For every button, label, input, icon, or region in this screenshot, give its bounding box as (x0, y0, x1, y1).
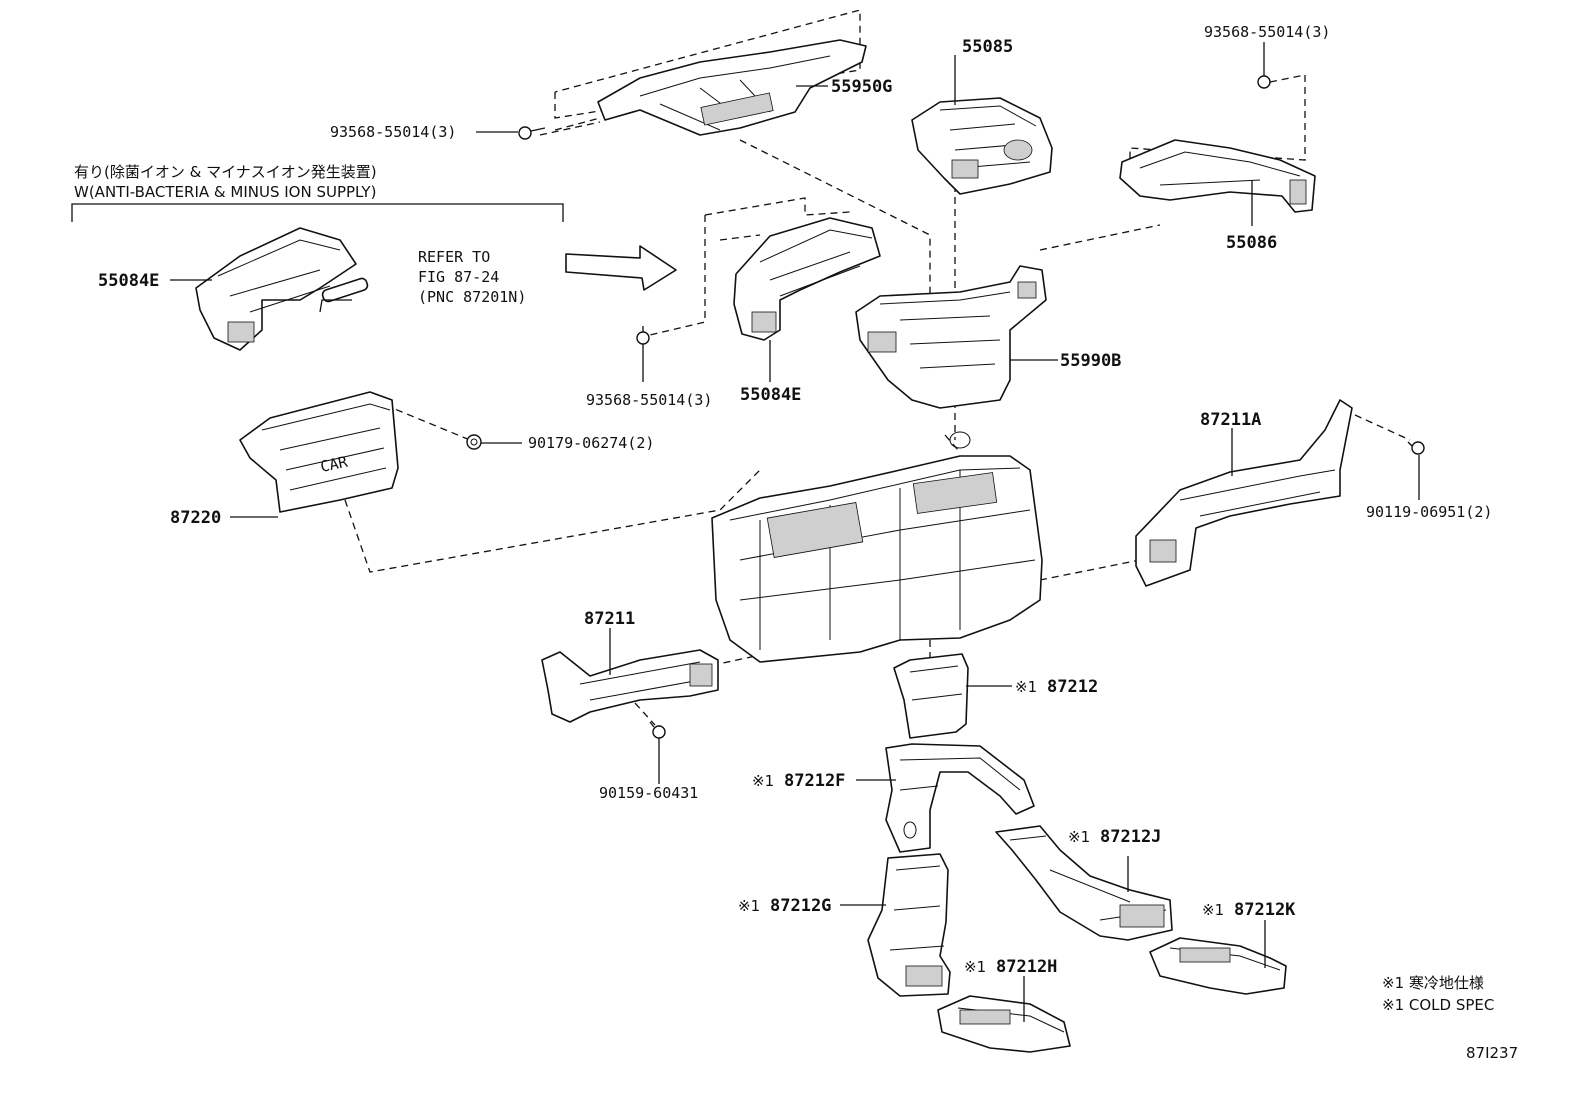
refer-line-3: (PNC 87201N) (418, 288, 526, 306)
label-55084E-left: 55084E (98, 271, 159, 291)
part-55085-shape (911, 97, 1053, 195)
label-93568-mid: 93568-55014(3) (586, 391, 712, 409)
label-87212: 87212 (1047, 677, 1098, 697)
refer-note: REFER TO FIG 87-24 (PNC 87201N) (418, 248, 526, 306)
leader-lines (170, 42, 1420, 1022)
legend-line-1: ※1 寒冷地仕様 (1382, 974, 1484, 992)
part-87211A-shape (1135, 399, 1353, 587)
refer-line-1: REFER TO (418, 248, 490, 266)
cold-mark: ※1 (964, 958, 986, 976)
nut-icon (466, 434, 482, 450)
label-87212F: 87212F (784, 771, 845, 791)
label-55990B: 55990B (1060, 351, 1121, 371)
label-93568-top-right: 93568-55014(3) (1204, 23, 1330, 41)
part-55950G-shape (597, 39, 867, 136)
legend-line-2: ※1 COLD SPEC (1382, 996, 1494, 1014)
part-stamp-car: CAR (319, 452, 350, 475)
label-55085: 55085 (962, 37, 1013, 57)
part-87212K-shape (1149, 937, 1287, 995)
part-87220-shape: CAR (239, 391, 399, 513)
part-labels: 55950G 55085 93568-55014(3) 93568-55014(… (98, 23, 1492, 977)
label-87220: 87220 (170, 508, 221, 528)
part-55990B-shape (855, 265, 1047, 409)
part-87212F-shape (885, 743, 1035, 853)
figure-id: 87I237 (1466, 1044, 1518, 1062)
option-note-jp: 有り(除菌イオン & マイナスイオン発生装置) (74, 163, 377, 181)
bolt-icon (518, 126, 546, 140)
label-87212H: 87212H (996, 957, 1057, 977)
cold-mark: ※1 (1015, 678, 1037, 696)
option-note-en: W(ANTI-BACTERIA & MINUS ION SUPPLY) (74, 183, 376, 201)
label-55084E-mid: 55084E (740, 385, 801, 405)
label-87212G: 87212G (770, 896, 831, 916)
part-87212-shape (893, 653, 969, 739)
label-90159: 90159-60431 (599, 784, 698, 802)
label-87212K: 87212K (1234, 900, 1296, 920)
part-87212J-shape (995, 825, 1173, 941)
option-note: 有り(除菌イオン & マイナスイオン発生装置) W(ANTI-BACTERIA … (74, 163, 377, 201)
bolt-icon (649, 721, 666, 739)
part-87211-shape (541, 649, 719, 723)
bolt-icon (636, 326, 650, 345)
cold-mark: ※1 (1202, 901, 1224, 919)
label-87212J: 87212J (1100, 827, 1161, 847)
part-55084E-left-shape (195, 227, 369, 351)
label-93568-top-left: 93568-55014(3) (330, 123, 456, 141)
part-87212H-shape (937, 995, 1071, 1053)
refer-line-2: FIG 87-24 (418, 268, 499, 286)
part-heater-unit-shape (711, 431, 1043, 663)
label-87211: 87211 (584, 609, 635, 629)
cold-mark: ※1 (752, 772, 774, 790)
label-55950G: 55950G (831, 77, 892, 97)
bolt-icon (1257, 70, 1271, 89)
bolt-icon (1407, 441, 1425, 455)
label-90179: 90179-06274(2) (528, 434, 654, 452)
part-55086-shape (1119, 139, 1316, 213)
cold-mark: ※1 (738, 897, 760, 915)
label-55086: 55086 (1226, 233, 1277, 253)
label-87211A: 87211A (1200, 410, 1261, 430)
part-55084E-mid-shape (733, 217, 881, 341)
cold-mark: ※1 (1068, 828, 1090, 846)
label-90119: 90119-06951(2) (1366, 503, 1492, 521)
legend: ※1 寒冷地仕様 ※1 COLD SPEC (1382, 974, 1494, 1014)
part-87212G-shape (867, 853, 951, 997)
refer-arrow (565, 245, 677, 291)
assembly-dashed-lines (344, 9, 1411, 726)
option-bracket (71, 203, 564, 222)
